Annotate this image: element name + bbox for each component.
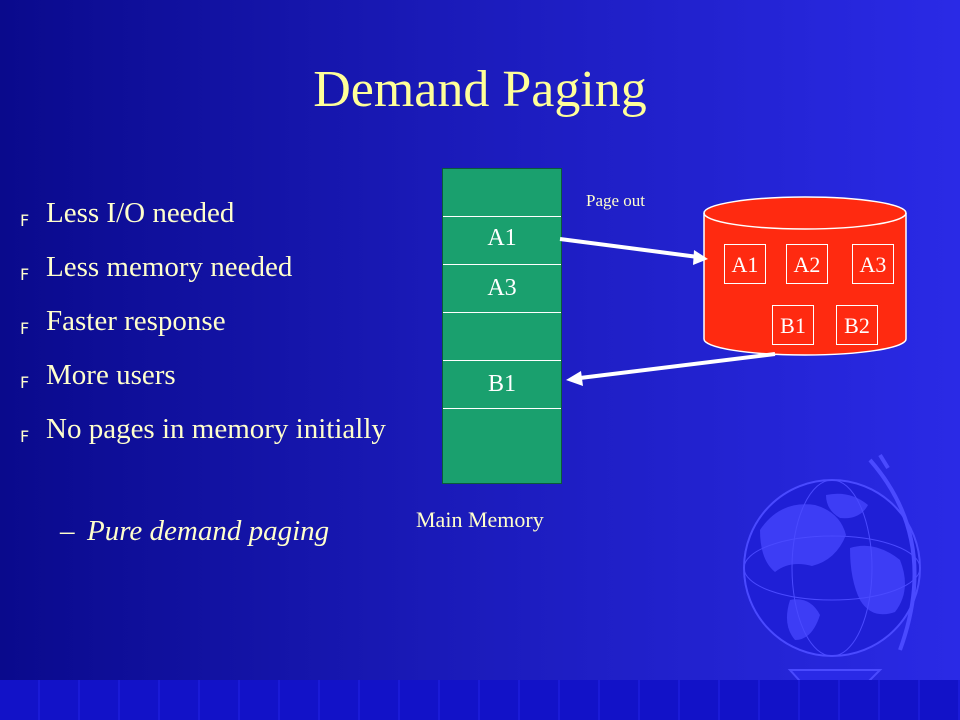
- arrow-head-icon: [566, 371, 583, 386]
- bullet-text: Less memory needed: [46, 251, 293, 283]
- bullet-item: F More users: [20, 358, 390, 392]
- sub-bullet-dash: –: [60, 515, 75, 547]
- slide-title: Demand Paging: [313, 61, 647, 118]
- disk-page-a1: A1: [724, 244, 766, 284]
- bullet-item: F Less memory needed: [20, 250, 390, 284]
- disk-page-a3: A3: [852, 244, 894, 284]
- memory-slot-a1: A1: [487, 225, 517, 251]
- page-out-arrow: [559, 237, 699, 259]
- memory-divider: [443, 264, 561, 265]
- main-memory-label: Main Memory: [416, 507, 544, 532]
- sub-bullet: – Pure demand paging: [60, 514, 360, 548]
- bullet-item: F Faster response: [20, 304, 390, 338]
- memory-slot-b1: B1: [487, 371, 516, 397]
- bullet-marker-icon: F: [20, 265, 30, 284]
- bullet-marker-icon: F: [20, 211, 30, 230]
- bullet-marker-icon: F: [20, 373, 30, 392]
- bullet-text: Faster response: [46, 305, 226, 337]
- disk-page-b1: B1: [772, 305, 814, 345]
- arrow-head-icon: [693, 250, 708, 265]
- bullet-item: F Less I/O needed: [20, 196, 390, 230]
- bullet-list: F Less I/O needed F Less memory needed F…: [20, 196, 390, 466]
- memory-slot-a3: A3: [487, 275, 517, 301]
- page-out-label: Page out: [586, 191, 646, 210]
- bullet-marker-icon: F: [20, 319, 30, 338]
- memory-divider: [443, 216, 561, 217]
- disk-page-a2: A2: [786, 244, 828, 284]
- bullet-text: More users: [46, 359, 176, 391]
- page-in-arrow: [579, 352, 776, 380]
- memory-divider: [443, 360, 561, 361]
- bullet-item: F No pages in memory initially: [20, 412, 390, 446]
- memory-divider: [443, 312, 561, 313]
- bullet-marker-icon: F: [20, 427, 30, 446]
- sub-bullet-text: Pure demand paging: [87, 515, 330, 547]
- bullet-text: No pages in memory initially: [46, 413, 386, 445]
- memory-divider: [443, 408, 561, 409]
- disk-page-b2: B2: [836, 305, 878, 345]
- bullet-text: Less I/O needed: [46, 197, 235, 229]
- footer-bar: [0, 680, 960, 720]
- main-memory-block: A1 A3 B1: [442, 168, 562, 484]
